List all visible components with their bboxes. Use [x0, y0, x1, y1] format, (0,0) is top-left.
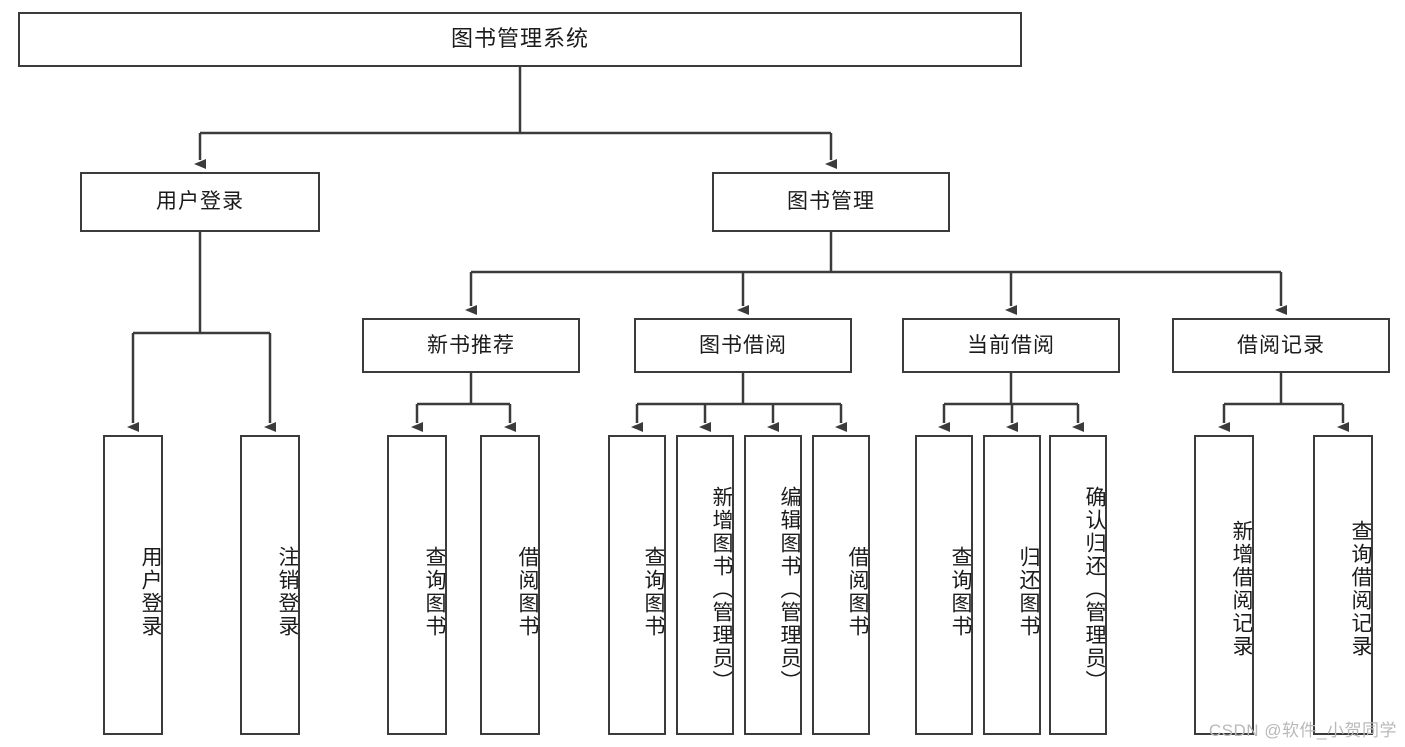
leaf-query-book-1-label: 查询图书 — [423, 546, 446, 638]
leaf-borrow-book-1-label: 借阅图书 — [516, 546, 539, 638]
node-user-login[interactable]: 用户登录 — [80, 172, 320, 232]
leaf-query-book-2[interactable]: 查询图书 — [608, 435, 666, 735]
leaf-query-record-label: 查询借阅记录 — [1349, 520, 1372, 658]
leaf-query-book-2-label: 查询图书 — [642, 546, 665, 638]
leaf-logout[interactable]: 注销登录 — [240, 435, 300, 735]
leaf-borrow-book-2[interactable]: 借阅图书 — [812, 435, 870, 735]
leaf-query-record[interactable]: 查询借阅记录 — [1313, 435, 1373, 735]
leaf-query-book-3-label: 查询图书 — [949, 546, 972, 638]
leaf-query-book-1[interactable]: 查询图书 — [387, 435, 447, 735]
leaf-add-record[interactable]: 新增借阅记录 — [1194, 435, 1254, 735]
node-borrow-record[interactable]: 借阅记录 — [1172, 318, 1390, 373]
leaf-logout-label: 注销登录 — [276, 546, 299, 638]
watermark: CSDN @软件_小贺同学 — [1208, 721, 1397, 740]
leaf-query-book-3[interactable]: 查询图书 — [915, 435, 973, 735]
leaf-confirm-return-label: 确认归还（管理员） — [1083, 485, 1106, 693]
node-book-manage[interactable]: 图书管理 — [712, 172, 950, 232]
leaf-add-record-label: 新增借阅记录 — [1230, 520, 1253, 658]
node-root-label: 图书管理系统 — [450, 26, 589, 52]
node-book-borrow[interactable]: 图书借阅 — [634, 318, 852, 373]
leaf-user-login[interactable]: 用户登录 — [103, 435, 163, 735]
node-borrow-record-label: 借阅记录 — [1237, 333, 1325, 357]
leaf-borrow-book-2-label: 借阅图书 — [846, 546, 869, 638]
leaf-user-login-label: 用户登录 — [139, 546, 162, 638]
node-user-login-label: 用户登录 — [156, 190, 244, 214]
node-current-borrow-label: 当前借阅 — [967, 333, 1055, 357]
leaf-add-book-label: 新增图书（管理员） — [710, 485, 733, 693]
node-current-borrow[interactable]: 当前借阅 — [902, 318, 1120, 373]
leaf-return-book-label: 归还图书 — [1017, 546, 1040, 638]
leaf-edit-book[interactable]: 编辑图书（管理员） — [744, 435, 802, 735]
leaf-edit-book-label: 编辑图书（管理员） — [778, 485, 801, 693]
leaf-add-book[interactable]: 新增图书（管理员） — [676, 435, 734, 735]
leaf-confirm-return[interactable]: 确认归还（管理员） — [1049, 435, 1107, 735]
node-new-book-recommend[interactable]: 新书推荐 — [362, 318, 580, 373]
leaf-borrow-book-1[interactable]: 借阅图书 — [480, 435, 540, 735]
node-root[interactable]: 图书管理系统 — [18, 12, 1022, 67]
leaf-return-book[interactable]: 归还图书 — [983, 435, 1041, 735]
node-book-borrow-label: 图书借阅 — [699, 333, 787, 357]
node-book-manage-label: 图书管理 — [787, 190, 875, 214]
node-new-book-recommend-label: 新书推荐 — [427, 333, 515, 357]
